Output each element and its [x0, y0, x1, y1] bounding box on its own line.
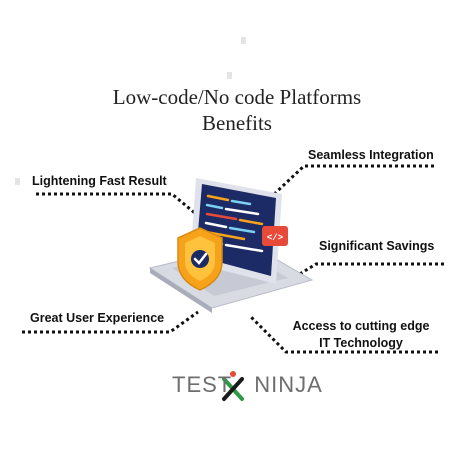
title-line-2: Benefits: [202, 111, 272, 135]
connector-access: [248, 314, 438, 354]
logo-text-left: TEST: [172, 372, 233, 397]
benefit-lightening-fast-result: Lightening Fast Result: [32, 174, 167, 188]
benefit-cutting-edge-tech: Access to cutting edge IT Technology: [286, 318, 436, 352]
logo-text-right: NINJA: [254, 372, 323, 397]
laptop-illustration: </>: [148, 178, 314, 313]
title-line-1: Low-code/No code Platforms: [112, 85, 362, 109]
check-circle: [191, 250, 209, 268]
connector-savings: [289, 262, 444, 282]
connector-ux: [22, 310, 199, 334]
code-badge: [262, 226, 288, 246]
page-title: Low-code/No code Platforms Benefits: [0, 84, 474, 136]
laptop-base-edge: [150, 268, 212, 313]
benefit-cutting-edge-line-2: IT Technology: [319, 336, 403, 350]
benefit-significant-savings: Significant Savings: [319, 239, 435, 253]
connector-lightening: [36, 192, 197, 216]
decorative-dash: [15, 178, 20, 185]
code-badge-label: </>: [267, 233, 283, 243]
connector-seamless: [268, 164, 434, 200]
logo-mark: [222, 371, 244, 401]
testninja-logo: TEST NINJA: [172, 372, 323, 398]
check-icon: [193, 252, 208, 265]
benefit-cutting-edge-line-1: Access to cutting edge: [292, 319, 430, 333]
benefit-seamless-integration: Seamless Integration: [308, 148, 434, 162]
decorative-dash: [241, 37, 246, 44]
benefit-great-user-experience: Great User Experience: [30, 311, 165, 325]
decorative-dash: [227, 72, 232, 79]
